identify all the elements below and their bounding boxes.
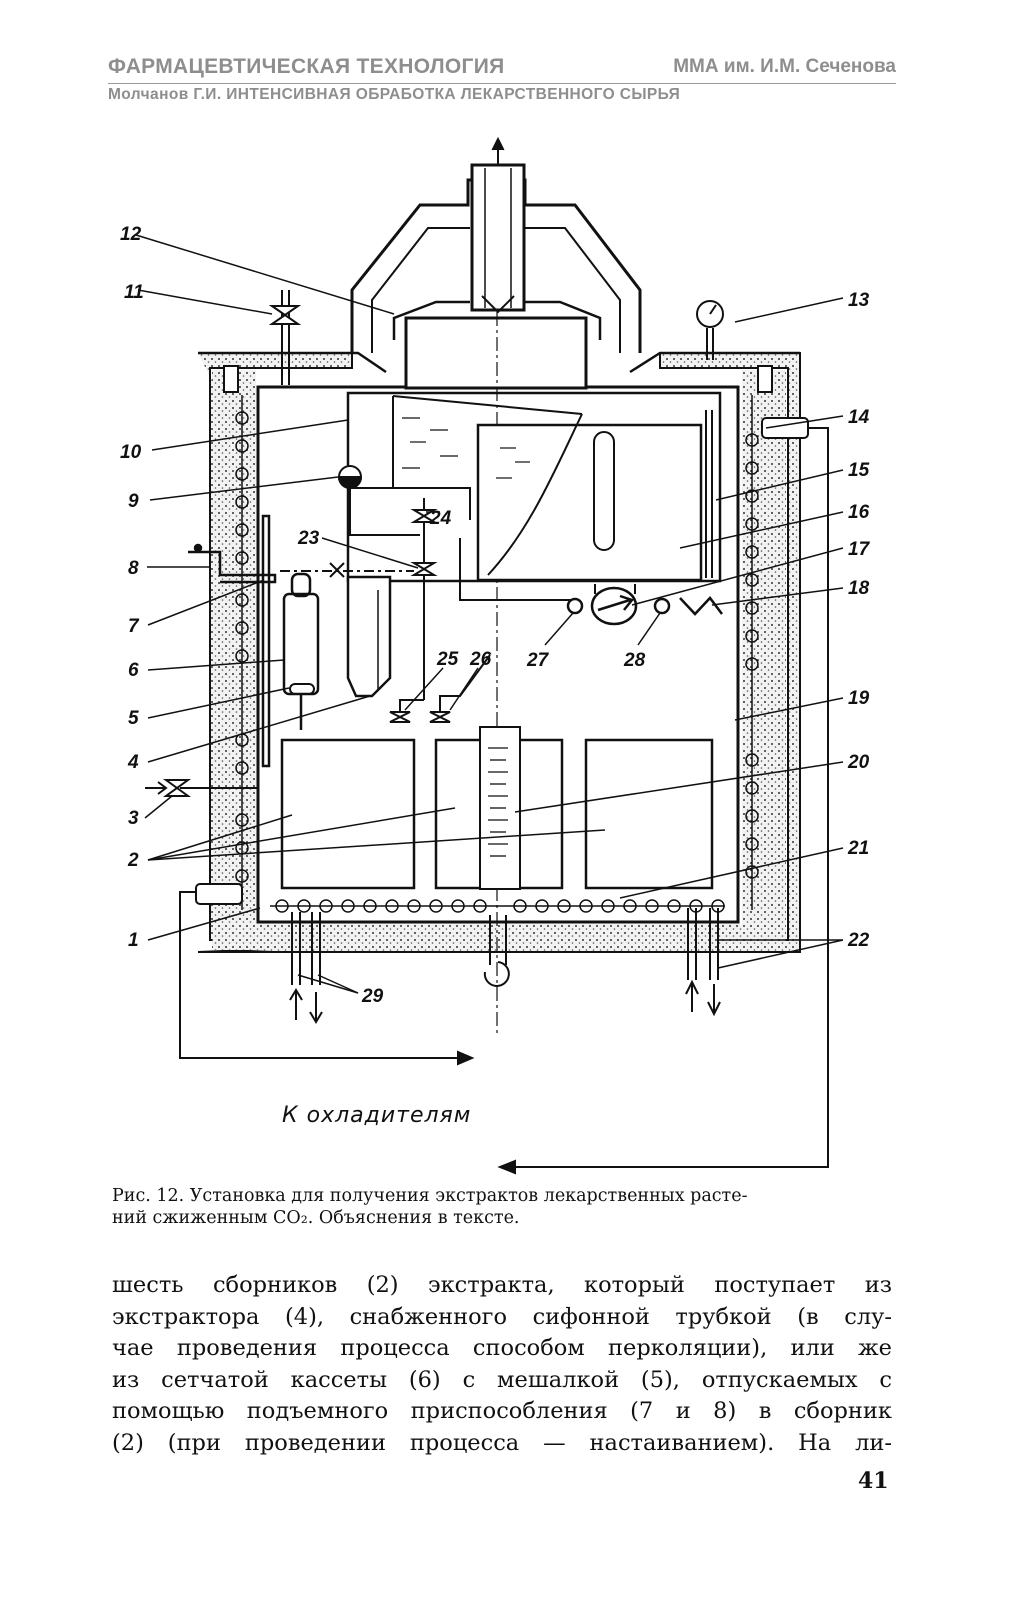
callout-labels: 12 11 13 14 10 15 9 16 24 23 17 8 18 7 2… (120, 224, 871, 1007)
callout-6: 6 (128, 660, 139, 681)
callout-7: 7 (128, 616, 140, 637)
running-header: ФАРМАЦЕВТИЧЕСКАЯ ТЕХНОЛОГИЯ ММА им. И.М.… (108, 55, 896, 84)
book-subtitle: Молчанов Г.И. ИНТЕНСИВНАЯ ОБРАБОТКА ЛЕКА… (108, 86, 681, 103)
callout-12: 12 (120, 224, 142, 245)
callout-24: 24 (429, 508, 452, 529)
body-line: шесть сборников (2) экстракта, который п… (112, 1272, 892, 1298)
callout-26: 26 (469, 649, 492, 670)
callout-1: 1 (128, 930, 139, 951)
callout-3: 3 (128, 808, 139, 829)
piping (280, 498, 575, 723)
lifting-device (188, 514, 277, 768)
callout-4: 4 (127, 752, 139, 773)
figure-caption: Рис. 12. Установка для получения экстрак… (112, 1185, 892, 1229)
pump-9 (337, 465, 420, 536)
callout-13: 13 (848, 290, 870, 311)
pressure-gauge-13 (696, 300, 724, 360)
callout-22: 22 (847, 930, 870, 951)
callout-17: 17 (848, 539, 871, 560)
to-coolers-label: К охладителям (282, 1103, 471, 1128)
cooler-loop (145, 417, 829, 1175)
callout-28: 28 (623, 650, 646, 671)
callout-20: 20 (847, 752, 870, 773)
body-line: из сетчатой кассеты (6) с мешалкой (5), … (112, 1366, 892, 1393)
callout-11: 11 (124, 282, 144, 303)
body-line: помощью подъемного приспособления (7 и 8… (112, 1398, 892, 1424)
callout-18: 18 (848, 578, 870, 599)
caption-line: ний сжиженным CO₂. Объяснения в тексте. (112, 1208, 520, 1228)
callout-8: 8 (128, 558, 139, 579)
callout-25: 25 (436, 649, 459, 670)
cassette-6 (282, 572, 320, 730)
lid-bolts (223, 365, 773, 393)
callout-10: 10 (120, 442, 142, 463)
callout-15: 15 (848, 460, 870, 481)
apparatus-diagram: 12 11 13 14 10 15 9 16 24 23 17 8 18 7 2… (120, 136, 871, 1175)
callout-9: 9 (128, 491, 139, 512)
callout-2: 2 (127, 850, 139, 871)
callout-19: 19 (848, 688, 870, 709)
body-paragraph: шесть сборников (2) экстракта, который п… (112, 1270, 892, 1459)
callout-23: 23 (297, 528, 320, 549)
upper-tank (346, 391, 722, 583)
inlet-valve-11 (268, 290, 302, 385)
caption-line: Рис. 12. Установка для получения экстрак… (112, 1186, 748, 1206)
collectors-2 (280, 726, 714, 890)
drive-housing (350, 136, 642, 390)
body-line: чае проведения процесса способом перколя… (112, 1335, 892, 1361)
journal-title: ФАРМАЦЕВТИЧЕСКАЯ ТЕХНОЛОГИЯ (108, 55, 505, 78)
callout-14: 14 (848, 407, 870, 428)
leader-lines (135, 234, 844, 994)
callout-27: 27 (526, 650, 550, 671)
callout-5: 5 (128, 708, 139, 729)
body-line: (2) (при проведении процесса — настаиван… (112, 1429, 892, 1456)
body-line: экстрактора (4), снабженного сифонной тр… (112, 1303, 892, 1330)
callout-21: 21 (847, 838, 869, 859)
page-number: 41 (858, 1468, 889, 1494)
institution-name: ММА им. И.М. Сеченова (673, 56, 896, 77)
circ-pump-17 (566, 584, 723, 626)
callout-16: 16 (848, 502, 870, 523)
extractor-4 (346, 575, 392, 698)
callout-29: 29 (361, 986, 384, 1007)
